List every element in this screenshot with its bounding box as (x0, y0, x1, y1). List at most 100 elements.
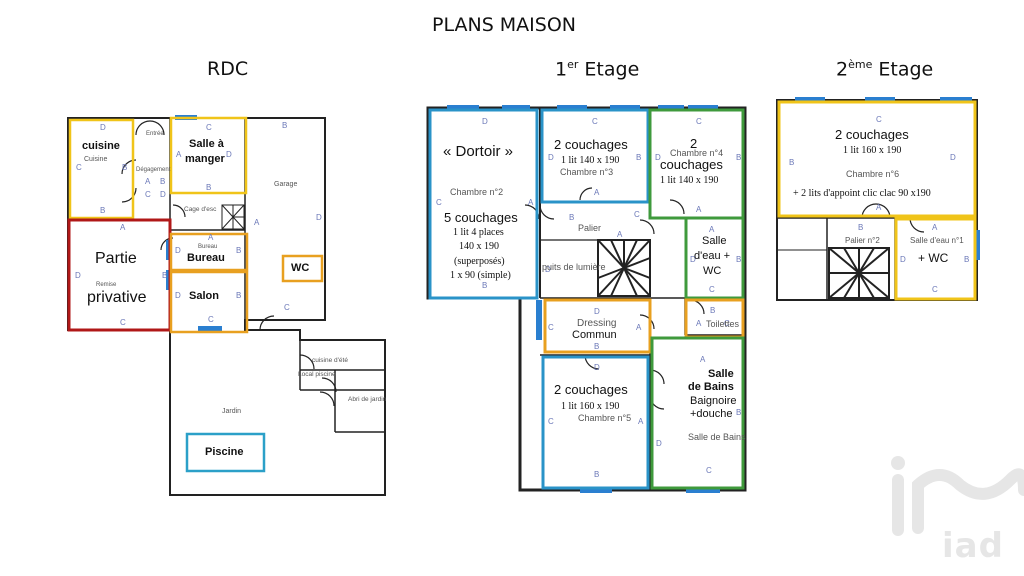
svg-text:B: B (236, 246, 241, 255)
label-ch5-couchages: 2 couchages (554, 382, 628, 397)
watermark-swoosh (912, 468, 1024, 534)
svg-text:D: D (226, 150, 232, 159)
svg-text:D: D (594, 307, 600, 316)
svg-text:D: D (594, 363, 600, 372)
svg-text:C: C (284, 303, 290, 312)
floor2-word: Etage (872, 58, 934, 81)
svg-text:B: B (964, 255, 969, 264)
label-ch3-lit: 1 lit 140 x 190 (561, 155, 620, 166)
zone-cuisine (68, 118, 135, 220)
label-abri-jardin: Abri de jardin (348, 396, 387, 403)
label-dortoir-l2: 140 x 190 (459, 241, 499, 252)
label-ch3-name: Chambre n°3 (560, 167, 614, 177)
svg-text:A: A (208, 233, 214, 242)
zone-piscine (185, 432, 266, 473)
zone-dressing (543, 298, 652, 354)
label-sdb-3: Baignoire (690, 395, 737, 407)
svg-text:B: B (282, 121, 287, 130)
svg-text:B: B (594, 470, 599, 479)
svg-text:A: A (145, 177, 151, 186)
svg-text:B: B (482, 281, 487, 290)
label-ch5-name: Chambre n°5 (578, 413, 632, 423)
label-cage-escalier: Cage d'esc (184, 206, 217, 213)
svg-text:A: A (254, 218, 260, 227)
svg-text:C: C (709, 285, 715, 294)
label-puits: puits de lumière (542, 262, 606, 272)
svg-text:C: C (706, 466, 712, 475)
svg-text:A: A (932, 223, 938, 232)
svg-text:B: B (710, 306, 715, 315)
label-degagement: Dégagement (136, 167, 171, 173)
svg-text:B: B (789, 158, 794, 167)
label-sde-2: d'eau + (694, 250, 731, 262)
label-chambre2: Chambre n°2 (450, 187, 504, 197)
svg-text:B: B (858, 223, 863, 232)
etage2-plan (776, 99, 978, 301)
floor1-sup: er (567, 58, 579, 71)
floor2-sup: ème (848, 58, 873, 71)
label-cuisine-ete: cuisine d'été (312, 357, 348, 364)
zone-chambre6 (777, 100, 977, 218)
svg-text:B: B (736, 255, 741, 264)
label-e2-lit: 1 lit 160 x 190 (843, 145, 902, 156)
etage2-windows (795, 97, 980, 260)
svg-text:B: B (100, 206, 105, 215)
label-dortoir-l1: 1 lit 4 places (453, 227, 504, 238)
svg-text:D: D (690, 255, 696, 264)
svg-text:C: C (876, 115, 882, 124)
svg-text:C: C (932, 285, 938, 294)
label-ch4-num: 2 (690, 136, 698, 151)
page-title: PLANS MAISON (432, 14, 577, 36)
label-palier: Palier (578, 223, 602, 233)
zone-chambre3 (540, 108, 650, 204)
svg-text:C: C (208, 315, 214, 324)
label-salon: Salon (189, 290, 219, 302)
zone-chambre5 (541, 355, 650, 490)
label-privative: privative (87, 289, 147, 306)
svg-text:C: C (696, 117, 702, 126)
floor-title-etage2: 2ème Etage (836, 58, 933, 80)
floor-title-rdc: RDC (207, 58, 249, 80)
svg-text:D: D (900, 255, 906, 264)
label-salle-manger-1: Salle à (189, 138, 224, 150)
label-e2-chambre: Chambre n°6 (846, 169, 900, 179)
zone-bureau (169, 232, 249, 272)
label-e2-sde: Salle d'eau n°1 (910, 236, 964, 245)
label-ch5-lit: 1 lit 160 x 190 (561, 401, 620, 412)
svg-text:D: D (656, 439, 662, 448)
label-sde-3: WC (703, 265, 722, 277)
svg-text:A: A (636, 323, 642, 332)
svg-text:A: A (696, 319, 702, 328)
label-dressing: Dressing (577, 318, 617, 329)
svg-text:A: A (528, 198, 534, 207)
zone-salon (169, 270, 249, 334)
label-sdb-small: Salle de Bains (688, 432, 746, 442)
label-jardin: Jardin (222, 408, 242, 415)
label-local-piscine: Local piscine (298, 371, 336, 378)
label-ch4-word: couchages (660, 157, 723, 172)
svg-text:D: D (75, 271, 81, 280)
label-dortoir-l4: 1 x 90 (simple) (450, 270, 511, 281)
svg-text:B: B (636, 153, 641, 162)
svg-text:C: C (548, 417, 554, 426)
svg-text:A: A (120, 223, 126, 232)
zone-dortoir (428, 108, 539, 300)
svg-text:C: C (145, 190, 151, 199)
label-entree: Entrée (146, 131, 164, 137)
svg-text:B: B (569, 213, 574, 222)
label-salle-manger-2: manger (185, 153, 225, 165)
svg-text:C: C (76, 163, 82, 172)
svg-text:D: D (175, 291, 181, 300)
label-wc: WC (291, 262, 310, 274)
etage1-windows (447, 105, 720, 493)
label-sdb-1: Salle (708, 368, 734, 380)
svg-text:C: C (120, 318, 126, 327)
svg-text:A: A (696, 205, 702, 214)
label-partie: Partie (95, 250, 137, 267)
svg-text:A: A (594, 188, 600, 197)
svg-text:B: B (122, 163, 127, 172)
floor-title-etage1: 1er Etage (555, 58, 639, 80)
floor1-word: Etage (578, 58, 640, 81)
label-commun: Commun (572, 329, 617, 341)
